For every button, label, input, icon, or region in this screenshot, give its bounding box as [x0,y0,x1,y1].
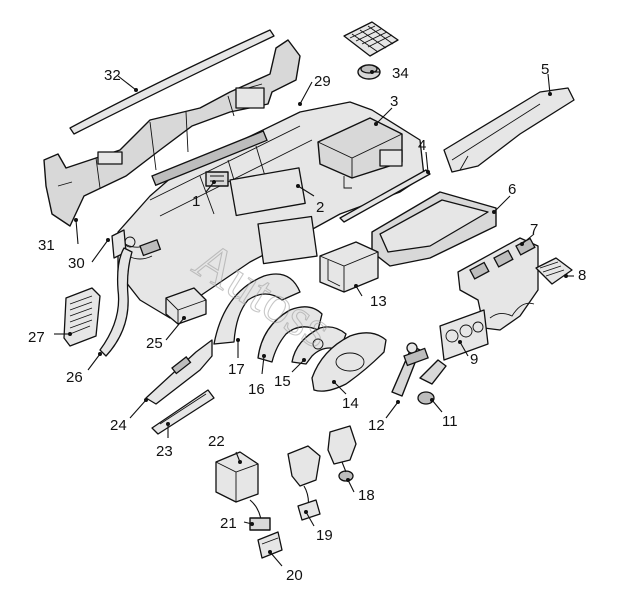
callout-31: 32 [104,67,121,84]
part-18-actuator [327,425,357,482]
part-15-instrument-cluster [291,326,347,365]
callout-30: 31 [38,237,55,254]
callout-25: 25 [146,335,163,352]
leader-lines [54,70,574,567]
part-3-airbag-module [317,117,403,189]
callout-19: 19 [316,527,333,544]
callout-8: 7 [530,221,538,238]
callout-3: 3 [390,93,398,110]
callout-22: 22 [208,433,225,450]
callout-32: 30 [68,255,85,272]
callout-27: 27 [28,329,45,346]
callout-34: 34 [392,65,409,82]
callout-14: 14 [342,395,359,412]
callout-16: 16 [248,381,265,398]
part-9-climate-panel [439,309,489,361]
callout-23: 23 [156,443,173,460]
part-20-connector-plate [257,531,283,559]
part-14-cluster-lens [311,332,387,392]
part-19-actuator [287,445,321,521]
part-8-center-bezel [457,237,539,331]
callout-20: 20 [286,567,303,584]
callout-4: 4 [418,137,426,154]
callout-labels: 32 29 34 3 5 4 6 1 2 7 8 9 13 11 12 14 1… [28,61,586,584]
part-25-vent [165,287,207,325]
callout-15: 15 [274,373,291,390]
part-6-glovebox [371,191,497,267]
part-12-switch-bracket [391,342,429,397]
part-34-vent-grille [343,21,399,80]
part-11-ignition-switch [417,359,447,405]
callout-5: 5 [541,61,549,78]
part-7-side-vent [535,257,573,285]
part-4-trim-strip [339,169,431,223]
part-24-knee-panel [145,339,213,405]
callout-11: 11 [442,413,458,430]
callout-21: 21 [220,515,237,532]
part-22-actuator [215,451,263,531]
part-13-storage-box [319,241,379,293]
part-31-trim-strip [69,29,275,135]
callout-6: 6 [508,181,516,198]
callout-13: 13 [370,293,387,310]
part-30-crossbeam [43,39,301,227]
part-5-upper-trim [443,87,575,173]
callout-12: 12 [368,417,385,434]
callout-1: 1 [192,193,200,210]
callout-18: 18 [358,487,375,504]
callout-2: 2 [316,199,324,216]
callout-17: 17 [228,361,245,378]
callout-7: 8 [578,267,586,284]
part-17-shroud [213,273,301,345]
part-26-pillar-trim [99,247,133,357]
part-27-speaker-grille [63,287,101,347]
callout-24: 24 [110,417,127,434]
part-1-bracket [205,171,229,187]
callout-29: 29 [314,73,331,90]
callout-9: 9 [470,351,478,368]
callout-26: 26 [66,369,83,386]
